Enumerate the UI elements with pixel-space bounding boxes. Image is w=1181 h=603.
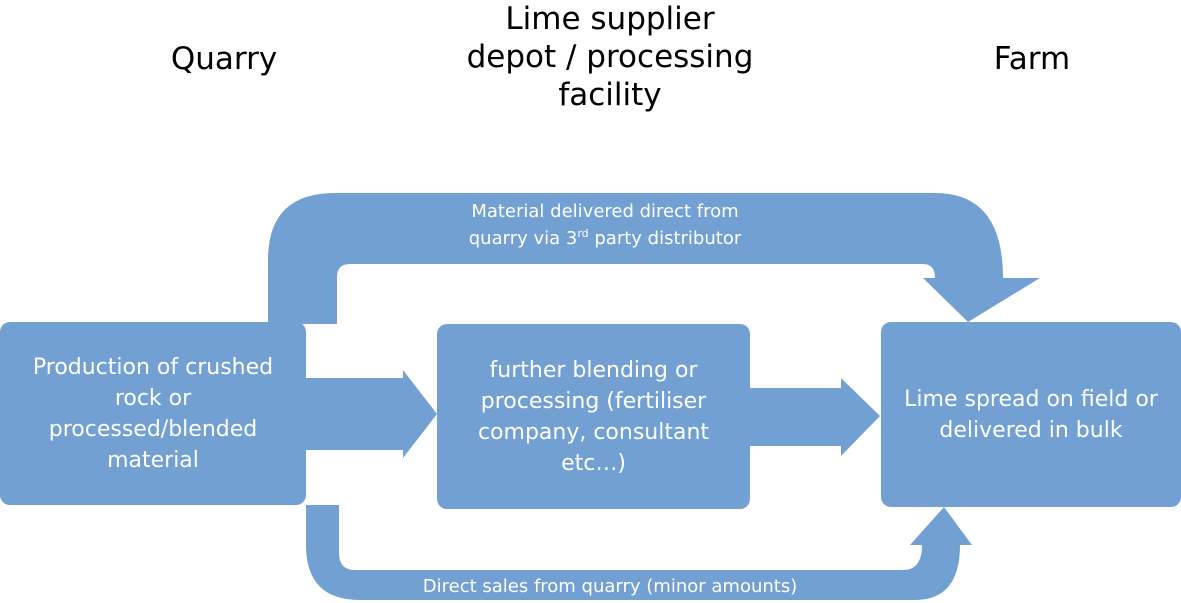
top-flow-label: Material delivered direct from quarry vi…: [420, 198, 790, 252]
depot-box-line: further blending or: [489, 357, 698, 383]
bottom-flow-label: Direct sales from quarry (minor amounts): [422, 576, 798, 597]
top-flow-label-suffix: party distributor: [588, 228, 742, 249]
quarry-box-line: Production of crushed: [32, 354, 274, 380]
depot-box-line: etc…): [561, 450, 626, 476]
farm-box-line: delivered in bulk: [939, 417, 1123, 443]
column-heading-depot: Lime supplier depot / processing facilit…: [466, 1, 754, 113]
column-heading-farm: Farm: [993, 41, 1071, 77]
top-flow-arrow: [268, 193, 1040, 324]
top-flow-label-prefix: quarry via 3: [468, 228, 578, 249]
farm-box-line: Lime spread on field or: [904, 386, 1158, 412]
top-flow-label-superscript: rd: [577, 227, 589, 240]
arrow-depot-to-farm: [750, 378, 880, 456]
depot-box-line: company, consultant: [477, 419, 710, 445]
farm-spreading-box: Lime spread on field or delivered in bul…: [881, 322, 1181, 507]
depot-box-line: processing (fertiliser: [480, 388, 707, 414]
quarry-box-line: processed/blended: [48, 416, 258, 442]
top-flow-label-line2: quarry via 3rd party distributor: [420, 225, 790, 252]
arrow-quarry-to-depot: [306, 370, 437, 458]
bottom-flow-arrow: [306, 505, 972, 600]
quarry-box-line: material: [107, 447, 199, 473]
column-heading-quarry: Quarry: [170, 41, 278, 77]
top-flow-label-line1: Material delivered direct from: [471, 201, 739, 222]
quarry-box-line: rock or: [114, 385, 192, 411]
depot-processing-box: further blending or processing (fertilis…: [437, 324, 750, 509]
quarry-production-box: Production of crushed rock or processed/…: [0, 322, 306, 505]
